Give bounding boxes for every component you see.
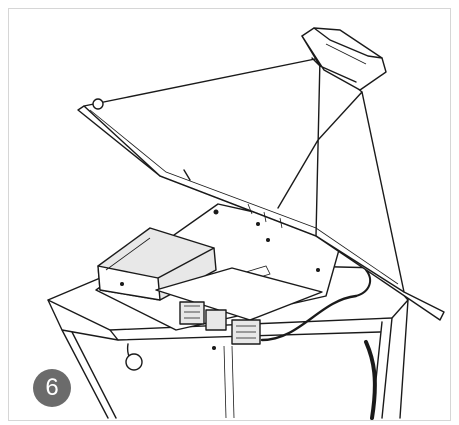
- connector-board: [155, 267, 323, 345]
- step-number-badge: 6: [33, 369, 71, 407]
- step-number: 6: [45, 374, 59, 401]
- roof-finial: [301, 27, 387, 91]
- cables: [125, 269, 377, 420]
